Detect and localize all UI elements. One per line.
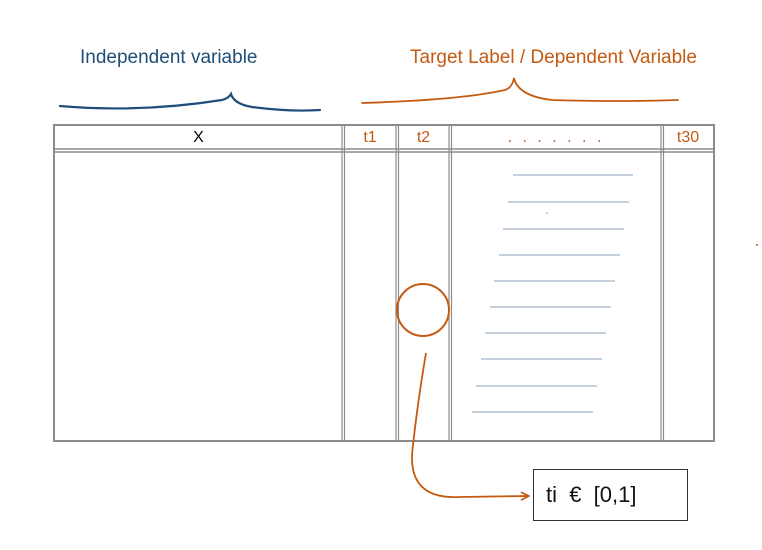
stray-dot xyxy=(546,212,548,214)
ellipsis-fill-lines xyxy=(472,174,633,413)
column-dividers xyxy=(341,125,665,441)
column-header-t30: t30 xyxy=(676,129,700,146)
target-brace xyxy=(361,77,679,104)
range-callout-box: ti € [0,1] xyxy=(533,469,688,521)
table-frame xyxy=(53,124,715,442)
independent-variable-label: Independent variable xyxy=(80,47,258,68)
highlight-circle xyxy=(396,283,450,337)
column-header-t2: t2 xyxy=(416,129,431,146)
target-label: Target Label / Dependent Variable xyxy=(410,47,697,68)
callout-arrow xyxy=(411,352,528,497)
column-header-ellipsis: . . . . . . . xyxy=(507,129,605,146)
column-header-t1: t1 xyxy=(363,129,377,146)
independent-brace xyxy=(58,91,322,112)
column-header-x: X xyxy=(193,129,204,146)
stray-dot xyxy=(756,244,758,246)
